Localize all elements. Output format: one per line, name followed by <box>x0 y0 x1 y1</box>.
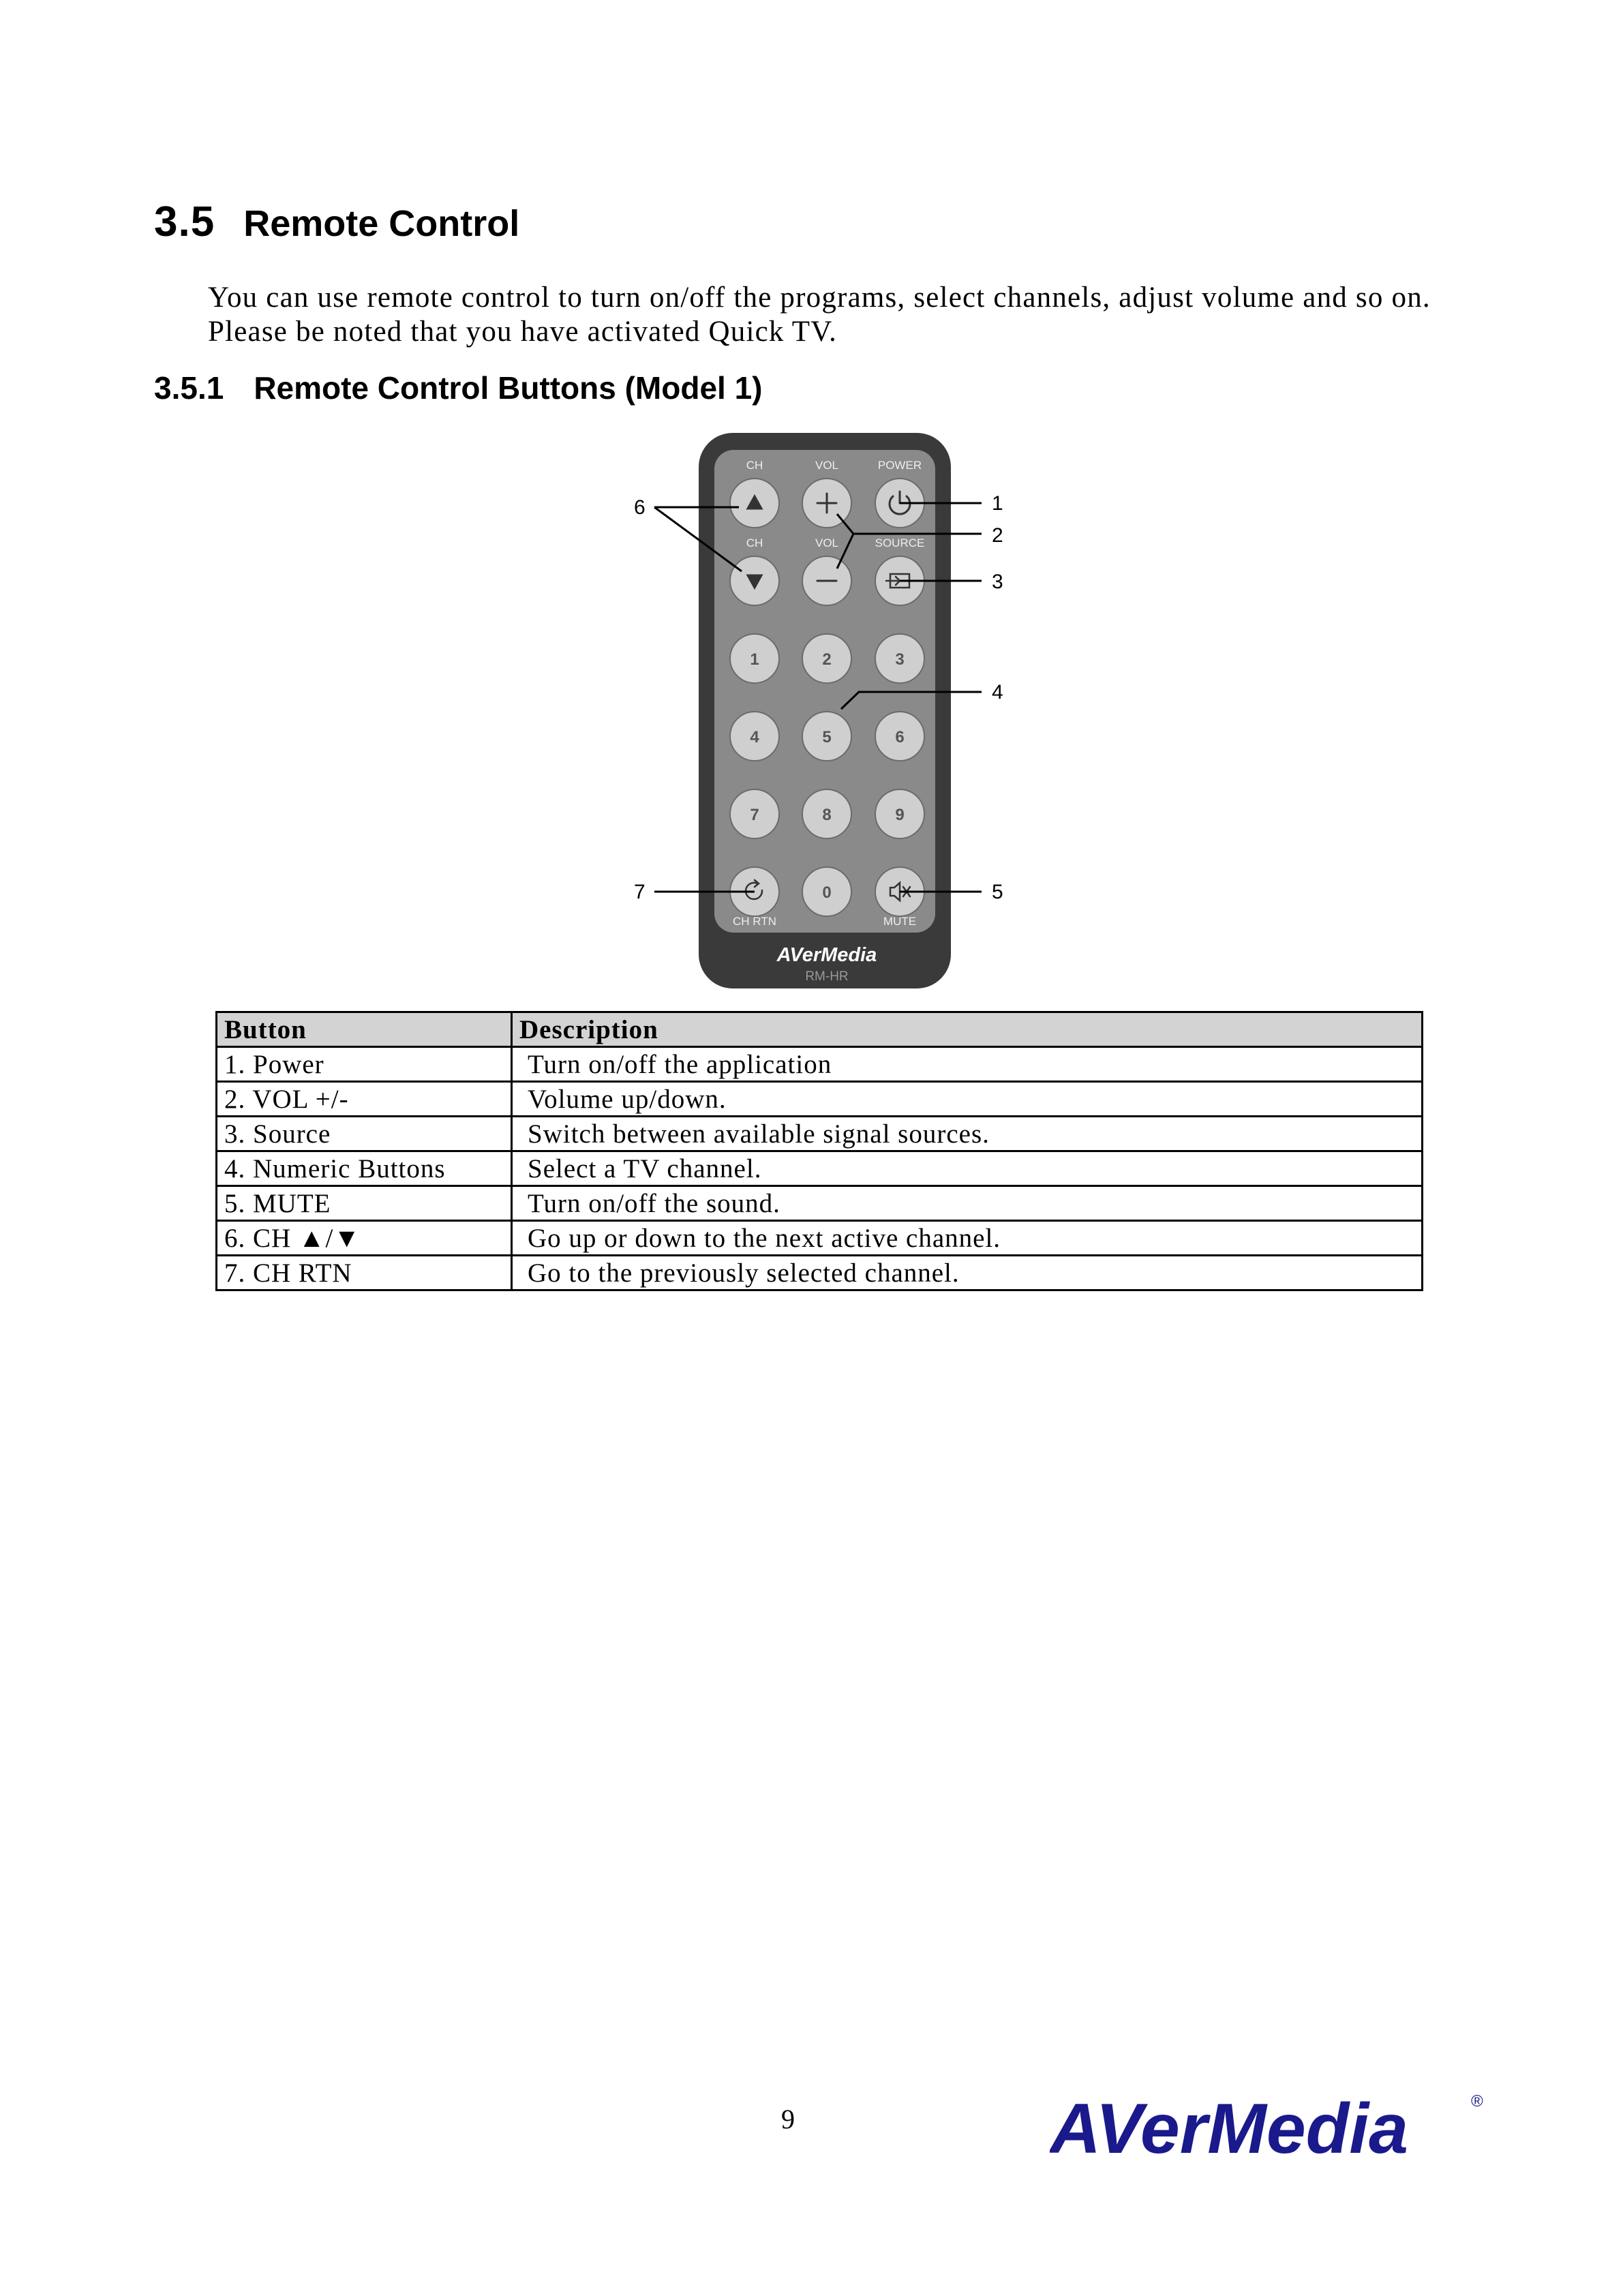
triangle-down-icon <box>746 574 763 590</box>
digit-button-9[interactable] <box>875 789 925 839</box>
digit-button-7[interactable] <box>729 789 780 839</box>
intro-paragraph: You can use remote control to turn on/of… <box>208 282 1431 348</box>
table-header-row: Button Description <box>215 1011 1423 1048</box>
callout-4: 4 <box>992 681 1003 704</box>
label-power: POWER <box>878 459 922 472</box>
digit-button-8[interactable] <box>802 789 852 839</box>
section-title: Remote Control <box>243 203 520 244</box>
callout-2: 2 <box>992 524 1003 547</box>
digit-label: 1 <box>750 650 759 669</box>
digit-button-4[interactable] <box>729 711 780 761</box>
digit-button-5[interactable] <box>802 711 852 761</box>
remote-control-figure: CH VOL POWER CH VOL SOURCE CH RTN MUTE <box>634 433 1003 988</box>
digit-label: 6 <box>895 728 904 746</box>
callout-5: 5 <box>992 881 1003 903</box>
callout-3: 3 <box>992 571 1003 593</box>
description-cell: Select a TV channel. <box>511 1150 1423 1187</box>
callout-line-6 <box>654 506 742 573</box>
callout-7: 7 <box>634 881 646 903</box>
digit-button-1[interactable] <box>729 633 780 684</box>
button-cell: 1. Power <box>215 1046 513 1083</box>
page-number: 9 <box>781 2104 795 2134</box>
digit-label: 7 <box>750 806 759 824</box>
plus-icon <box>816 492 838 514</box>
registered-mark: ® <box>1471 2092 1483 2111</box>
column-header-description: Description <box>511 1011 1423 1048</box>
digit-button-3[interactable] <box>875 633 925 684</box>
description-cell: Turn on/off the application <box>511 1046 1423 1083</box>
return-icon <box>744 879 763 901</box>
digit-button-0[interactable] <box>802 866 852 917</box>
remote-brand: AVerMedia <box>776 944 877 966</box>
subsection-title: Remote Control Buttons (Model 1) <box>254 370 763 406</box>
subsection-heading: 3.5.1 Remote Control Buttons (Model 1) <box>154 369 763 406</box>
digit-label: 5 <box>822 728 831 746</box>
label-source: SOURCE <box>875 537 925 549</box>
remote-model: RM-HR <box>805 969 848 984</box>
section-heading: 3.5 Remote Control <box>154 198 519 246</box>
button-cell: 7. CH RTN <box>215 1254 513 1291</box>
button-cell: 2. VOL +/- <box>215 1081 513 1117</box>
button-cell: 5. MUTE <box>215 1185 513 1222</box>
button-cell: 6. CH ▲/▼ <box>215 1220 513 1256</box>
description-cell: Turn on/off the sound. <box>511 1185 1423 1222</box>
label-ch-up: CH <box>746 459 763 472</box>
table-row: 6. CH ▲/▼Go up or down to the next activ… <box>215 1220 1423 1256</box>
label-mute: MUTE <box>883 915 916 928</box>
description-cell: Switch between available signal sources. <box>511 1115 1423 1152</box>
button-cell: 3. Source <box>215 1115 513 1152</box>
label-ch-down: CH <box>746 537 763 549</box>
label-ch-rtn: CH RTN <box>733 915 776 928</box>
label-vol-down: VOL <box>815 537 838 549</box>
button-cell: 4. Numeric Buttons <box>215 1150 513 1187</box>
callout-6: 6 <box>634 496 646 519</box>
digit-label: 2 <box>822 650 831 669</box>
section-number: 3.5 <box>154 198 215 245</box>
description-cell: Go up or down to the next active channel… <box>511 1220 1423 1256</box>
description-cell: Volume up/down. <box>511 1081 1423 1117</box>
callout-line-4 <box>840 691 982 710</box>
callout-line-2 <box>836 513 982 569</box>
digit-button-2[interactable] <box>802 633 852 684</box>
digit-label: 4 <box>750 728 759 746</box>
avermedia-logo: AVerMedia ® <box>1050 2089 1483 2166</box>
description-cell: Go to the previously selected channel. <box>511 1254 1423 1291</box>
digit-label: 0 <box>822 883 831 902</box>
table-row: 2. VOL +/-Volume up/down. <box>215 1081 1423 1117</box>
callout-1: 1 <box>992 492 1003 515</box>
triangle-up-icon <box>746 494 763 510</box>
logo-wordmark: AVerMedia <box>1050 2089 1408 2166</box>
digit-label: 8 <box>822 806 831 824</box>
column-header-button: Button <box>215 1011 513 1048</box>
label-vol-up: VOL <box>815 459 838 472</box>
subsection-number: 3.5.1 <box>154 370 224 406</box>
digit-label: 3 <box>895 650 904 669</box>
digit-label: 9 <box>895 806 904 824</box>
digit-button-6[interactable] <box>875 711 925 761</box>
